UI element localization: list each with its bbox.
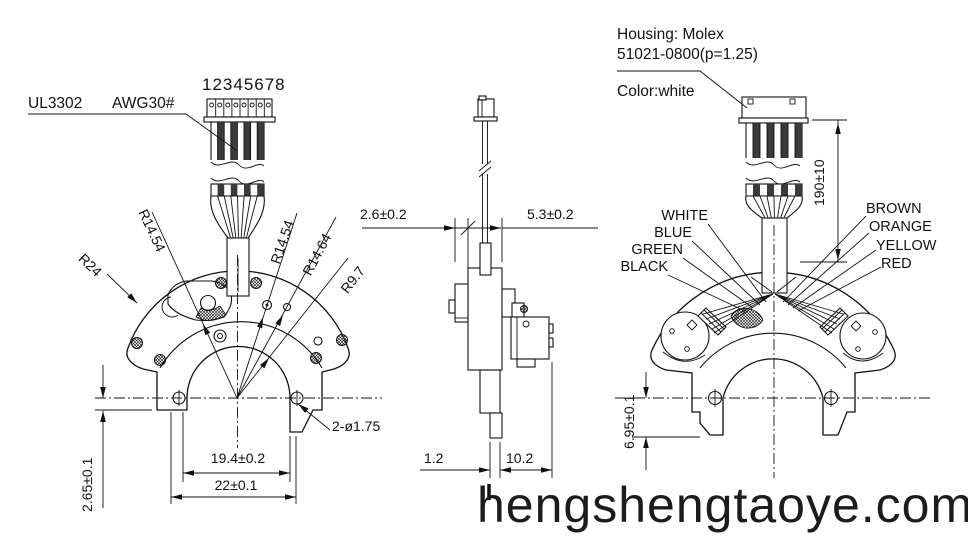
front-view-drawing	[28, 98, 382, 508]
side-view-drawing	[362, 95, 598, 500]
wire-spec-label: UL3302	[28, 95, 83, 112]
housing-label-line2: 51021-0800(p=1.25)	[617, 46, 758, 63]
dim-hole-spacing: 19.4±0.2	[210, 450, 266, 466]
dim-body-depth: 5.3±0.2	[527, 206, 574, 222]
dim-cable-length: 190±10	[811, 159, 827, 206]
wire-gauge-label: AWG30#	[112, 95, 175, 112]
dim-bottom-offset: 6.95±0.1	[621, 394, 637, 449]
dim-motor-depth: 10.2	[506, 450, 534, 466]
dim-mount-holes: 2-ø1.75	[332, 418, 381, 434]
dim-foot: 1.2	[424, 450, 444, 466]
pin-numbers-label: 12345678	[202, 75, 286, 94]
wire-color-label-white: WHITE	[661, 208, 708, 224]
right-motor	[819, 307, 887, 362]
wire-color-label-black: BLACK	[620, 259, 668, 275]
housing-label-line1: Housing: Molex	[617, 26, 724, 43]
rear-ribbon-cable	[741, 122, 806, 294]
wire-color-label-blue: BLUE	[654, 225, 692, 241]
wire-color-label-yellow: YELLOW	[876, 238, 937, 254]
screw-icons	[131, 277, 348, 366]
watermark-text: hengshengtaoye.com	[477, 477, 968, 533]
dim-overall-width: 22±0.1	[214, 477, 258, 493]
dimension-arrowheads	[100, 123, 841, 500]
dim-edge-offset: 2.65±0.1	[79, 457, 95, 512]
side-connector	[473, 95, 498, 122]
housing-color-note: Color:white	[617, 83, 695, 100]
front-connector	[203, 98, 276, 123]
rear-connector	[738, 96, 809, 124]
dim-wall: 2.6±0.2	[360, 206, 407, 222]
wire-color-label-green: GREEN	[631, 242, 683, 258]
wire-color-label-orange: ORANGE	[869, 219, 932, 235]
front-ribbon-cable	[206, 121, 268, 297]
wire-color-label-brown: BROWN	[866, 201, 922, 217]
wire-color-label-red: RED	[881, 256, 912, 272]
